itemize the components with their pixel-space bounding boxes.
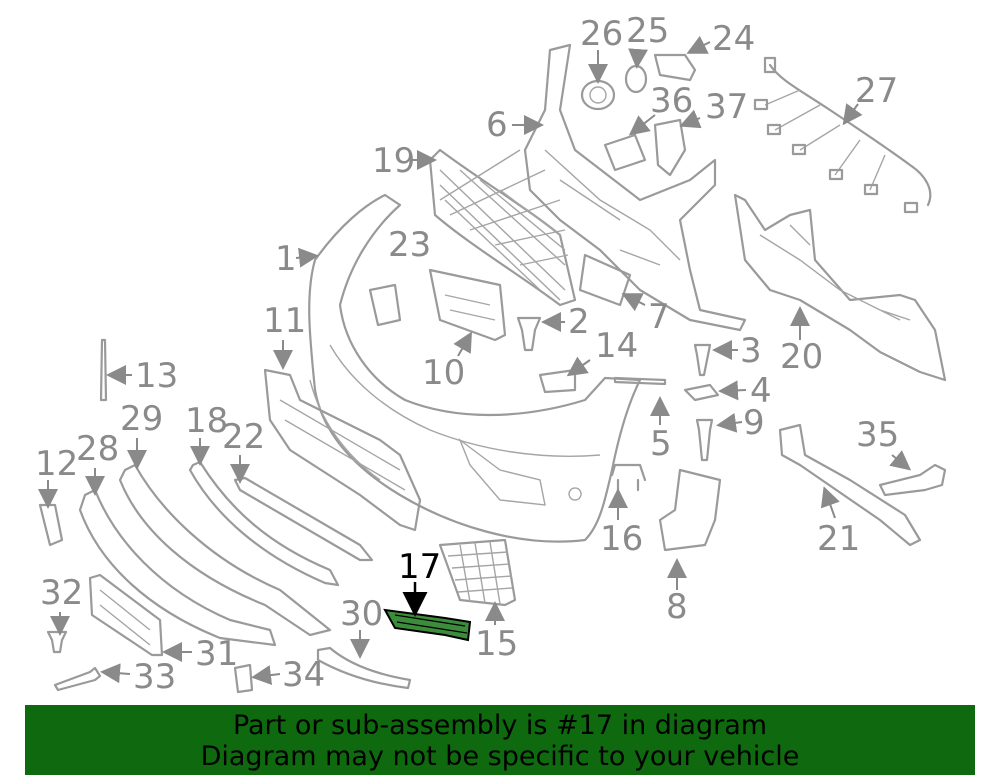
part-label-20: 20 bbox=[780, 337, 823, 377]
info-banner: Part or sub-assembly is #17 in diagram D… bbox=[25, 705, 975, 775]
clip-34 bbox=[233, 663, 254, 694]
panel-7 bbox=[578, 253, 632, 307]
part-label-21: 21 bbox=[817, 519, 860, 559]
strip-30 bbox=[316, 646, 412, 690]
banner-line-2: Diagram may not be specific to your vehi… bbox=[200, 741, 800, 772]
side-grille-10 bbox=[428, 268, 507, 342]
part-label-25: 25 bbox=[626, 11, 669, 51]
part-label-9: 9 bbox=[743, 403, 765, 443]
part-label-24: 24 bbox=[712, 19, 755, 59]
part-label-19: 19 bbox=[372, 141, 415, 181]
bracket-14 bbox=[538, 368, 577, 394]
bracket-8 bbox=[658, 468, 722, 552]
part-number-labels: 1 2 3 4 5 6 7 8 9 10 11 12 13 14 15 16 1… bbox=[35, 11, 899, 697]
part-label-33: 33 bbox=[133, 657, 176, 697]
trim-18 bbox=[188, 460, 340, 587]
plate-bracket-31 bbox=[88, 573, 164, 657]
part-label-36: 36 bbox=[650, 81, 693, 121]
wiring-harness bbox=[753, 56, 932, 214]
highlighted-part-17 bbox=[383, 608, 472, 642]
reinforcement-beam bbox=[733, 193, 947, 382]
part-label-31: 31 bbox=[195, 634, 238, 674]
clip-12 bbox=[38, 503, 64, 547]
part-label-4: 4 bbox=[750, 371, 772, 411]
sensor-26 bbox=[580, 79, 616, 111]
part-label-32: 32 bbox=[40, 573, 83, 613]
grille-15 bbox=[438, 538, 517, 607]
part-label-12: 12 bbox=[35, 444, 78, 484]
strip-5 bbox=[613, 376, 667, 386]
part-label-6: 6 bbox=[486, 105, 508, 145]
part-label-13: 13 bbox=[135, 356, 178, 396]
upper-grille bbox=[428, 148, 577, 307]
trim-28 bbox=[78, 488, 277, 647]
part-label-11: 11 bbox=[263, 301, 306, 341]
sensor-24 bbox=[653, 53, 697, 82]
nut-4 bbox=[683, 383, 720, 402]
bracket-37 bbox=[653, 118, 687, 177]
parts-diagram: 1 2 3 4 5 6 7 8 9 10 11 12 13 14 15 16 1… bbox=[35, 11, 947, 697]
part-label-30: 30 bbox=[340, 594, 383, 634]
part-label-7: 7 bbox=[648, 297, 670, 337]
ring-25 bbox=[624, 64, 648, 94]
part-label-35: 35 bbox=[856, 415, 899, 455]
part-label-14: 14 bbox=[595, 326, 638, 366]
screw-3 bbox=[693, 343, 712, 377]
bolt-33 bbox=[53, 666, 102, 692]
part-label-27: 27 bbox=[855, 71, 898, 111]
sensor-23 bbox=[368, 283, 402, 327]
part-label-28: 28 bbox=[76, 429, 119, 469]
part-label-3: 3 bbox=[740, 331, 762, 371]
part-label-10: 10 bbox=[422, 353, 465, 393]
part-label-15: 15 bbox=[475, 624, 518, 664]
part-label-18: 18 bbox=[185, 401, 228, 441]
sensor-35 bbox=[878, 463, 947, 497]
screw-32 bbox=[46, 630, 68, 654]
clip-2 bbox=[516, 316, 542, 352]
part-label-5: 5 bbox=[650, 424, 672, 464]
part-label-22: 22 bbox=[222, 417, 265, 457]
part-label-17: 17 bbox=[398, 547, 441, 587]
screw-9 bbox=[695, 418, 714, 462]
rod-13 bbox=[99, 338, 108, 402]
part-label-16: 16 bbox=[600, 519, 643, 559]
upper-carrier bbox=[523, 43, 747, 332]
part-label-8: 8 bbox=[666, 587, 688, 627]
leader-lines bbox=[38, 35, 912, 686]
bar-21 bbox=[778, 423, 922, 547]
part-label-26: 26 bbox=[580, 14, 623, 54]
sensor-36 bbox=[603, 133, 647, 172]
part-label-2: 2 bbox=[568, 302, 590, 342]
trim-29 bbox=[118, 463, 332, 637]
bumper-cover bbox=[308, 193, 642, 543]
clip-16 bbox=[610, 463, 647, 492]
part-label-1: 1 bbox=[275, 239, 297, 279]
part-label-23: 23 bbox=[388, 225, 431, 265]
part-label-37: 37 bbox=[705, 87, 748, 127]
banner-line-1: Part or sub-assembly is #17 in diagram bbox=[232, 710, 768, 741]
absorber-11 bbox=[263, 368, 422, 532]
part-label-29: 29 bbox=[120, 399, 163, 439]
part-label-34: 34 bbox=[282, 655, 325, 695]
